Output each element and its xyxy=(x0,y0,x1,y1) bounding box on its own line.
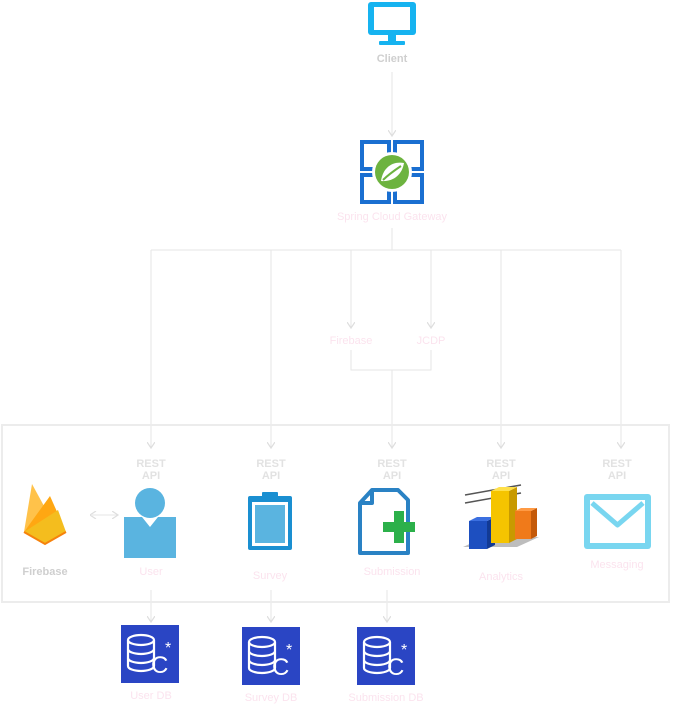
service-messaging-label: Messaging xyxy=(590,559,644,571)
service-messaging[interactable] xyxy=(582,492,653,551)
client-node[interactable] xyxy=(366,0,418,48)
database-survey-label: Survey DB xyxy=(244,692,298,704)
services-group xyxy=(1,424,670,603)
clipboard-icon xyxy=(248,492,292,550)
gateway-node[interactable] xyxy=(359,139,425,205)
client-label: Client xyxy=(376,53,408,65)
add-document-icon xyxy=(358,488,415,555)
service-analytics[interactable] xyxy=(461,481,541,557)
gateway-label: Spring Cloud Gateway xyxy=(336,211,448,223)
firebase-label: Firebase xyxy=(22,566,68,578)
database-user[interactable]: C * xyxy=(121,625,179,683)
service-analytics-label: Analytics xyxy=(478,571,524,583)
database-submission-label: Submission DB xyxy=(348,692,424,704)
monitor-icon xyxy=(368,2,416,45)
database-icon: C * xyxy=(121,625,179,683)
bar-chart-icon xyxy=(463,484,539,549)
svg-text:C: C xyxy=(272,654,289,681)
svg-text:*: * xyxy=(286,642,292,659)
database-user-label: User DB xyxy=(130,690,172,702)
firebase-flame-icon xyxy=(23,484,67,546)
auth-node-jcdp-label: JCDP xyxy=(416,335,446,347)
envelope-icon xyxy=(584,494,651,549)
database-submission[interactable]: C * xyxy=(357,627,415,685)
service-submission[interactable] xyxy=(356,487,428,557)
database-icon: C * xyxy=(357,627,415,685)
svg-text:C: C xyxy=(151,652,168,679)
service-submission-label: Submission xyxy=(363,566,421,578)
database-icon: C * xyxy=(242,627,300,685)
svg-text:*: * xyxy=(401,642,407,659)
spring-gateway-icon xyxy=(360,140,424,204)
firebase-node[interactable] xyxy=(22,482,68,546)
service-user[interactable] xyxy=(124,487,176,558)
database-survey[interactable]: C * xyxy=(242,627,300,685)
svg-text:*: * xyxy=(165,640,171,657)
service-user-label: User xyxy=(139,566,163,578)
svg-text:C: C xyxy=(387,654,404,681)
service-survey[interactable] xyxy=(246,490,294,552)
auth-node-firebase-label: Firebase xyxy=(329,335,373,347)
service-survey-label: Survey xyxy=(252,570,288,582)
user-icon xyxy=(124,488,176,558)
